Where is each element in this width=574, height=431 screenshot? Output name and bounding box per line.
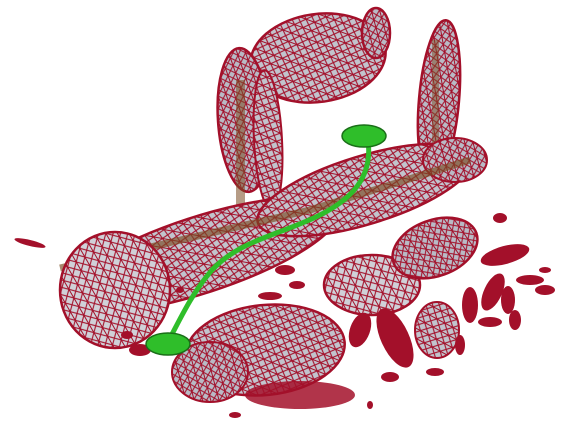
start-marker xyxy=(146,333,190,355)
seat-cushion-mesh xyxy=(172,297,355,409)
left-end-mesh xyxy=(60,232,170,348)
goal-marker xyxy=(342,125,386,147)
